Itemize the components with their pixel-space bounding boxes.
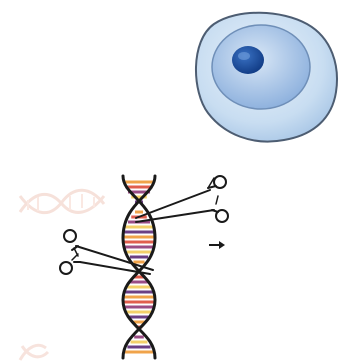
arrow-right-icon [209, 241, 225, 249]
nucleolus-icon [232, 46, 264, 74]
faded-dna-icon [20, 190, 104, 212]
cell-icon [196, 13, 337, 142]
dna-base-pairs [123, 182, 155, 352]
dna-double-helix-icon [123, 176, 155, 358]
faded-dna-icon [20, 345, 48, 360]
